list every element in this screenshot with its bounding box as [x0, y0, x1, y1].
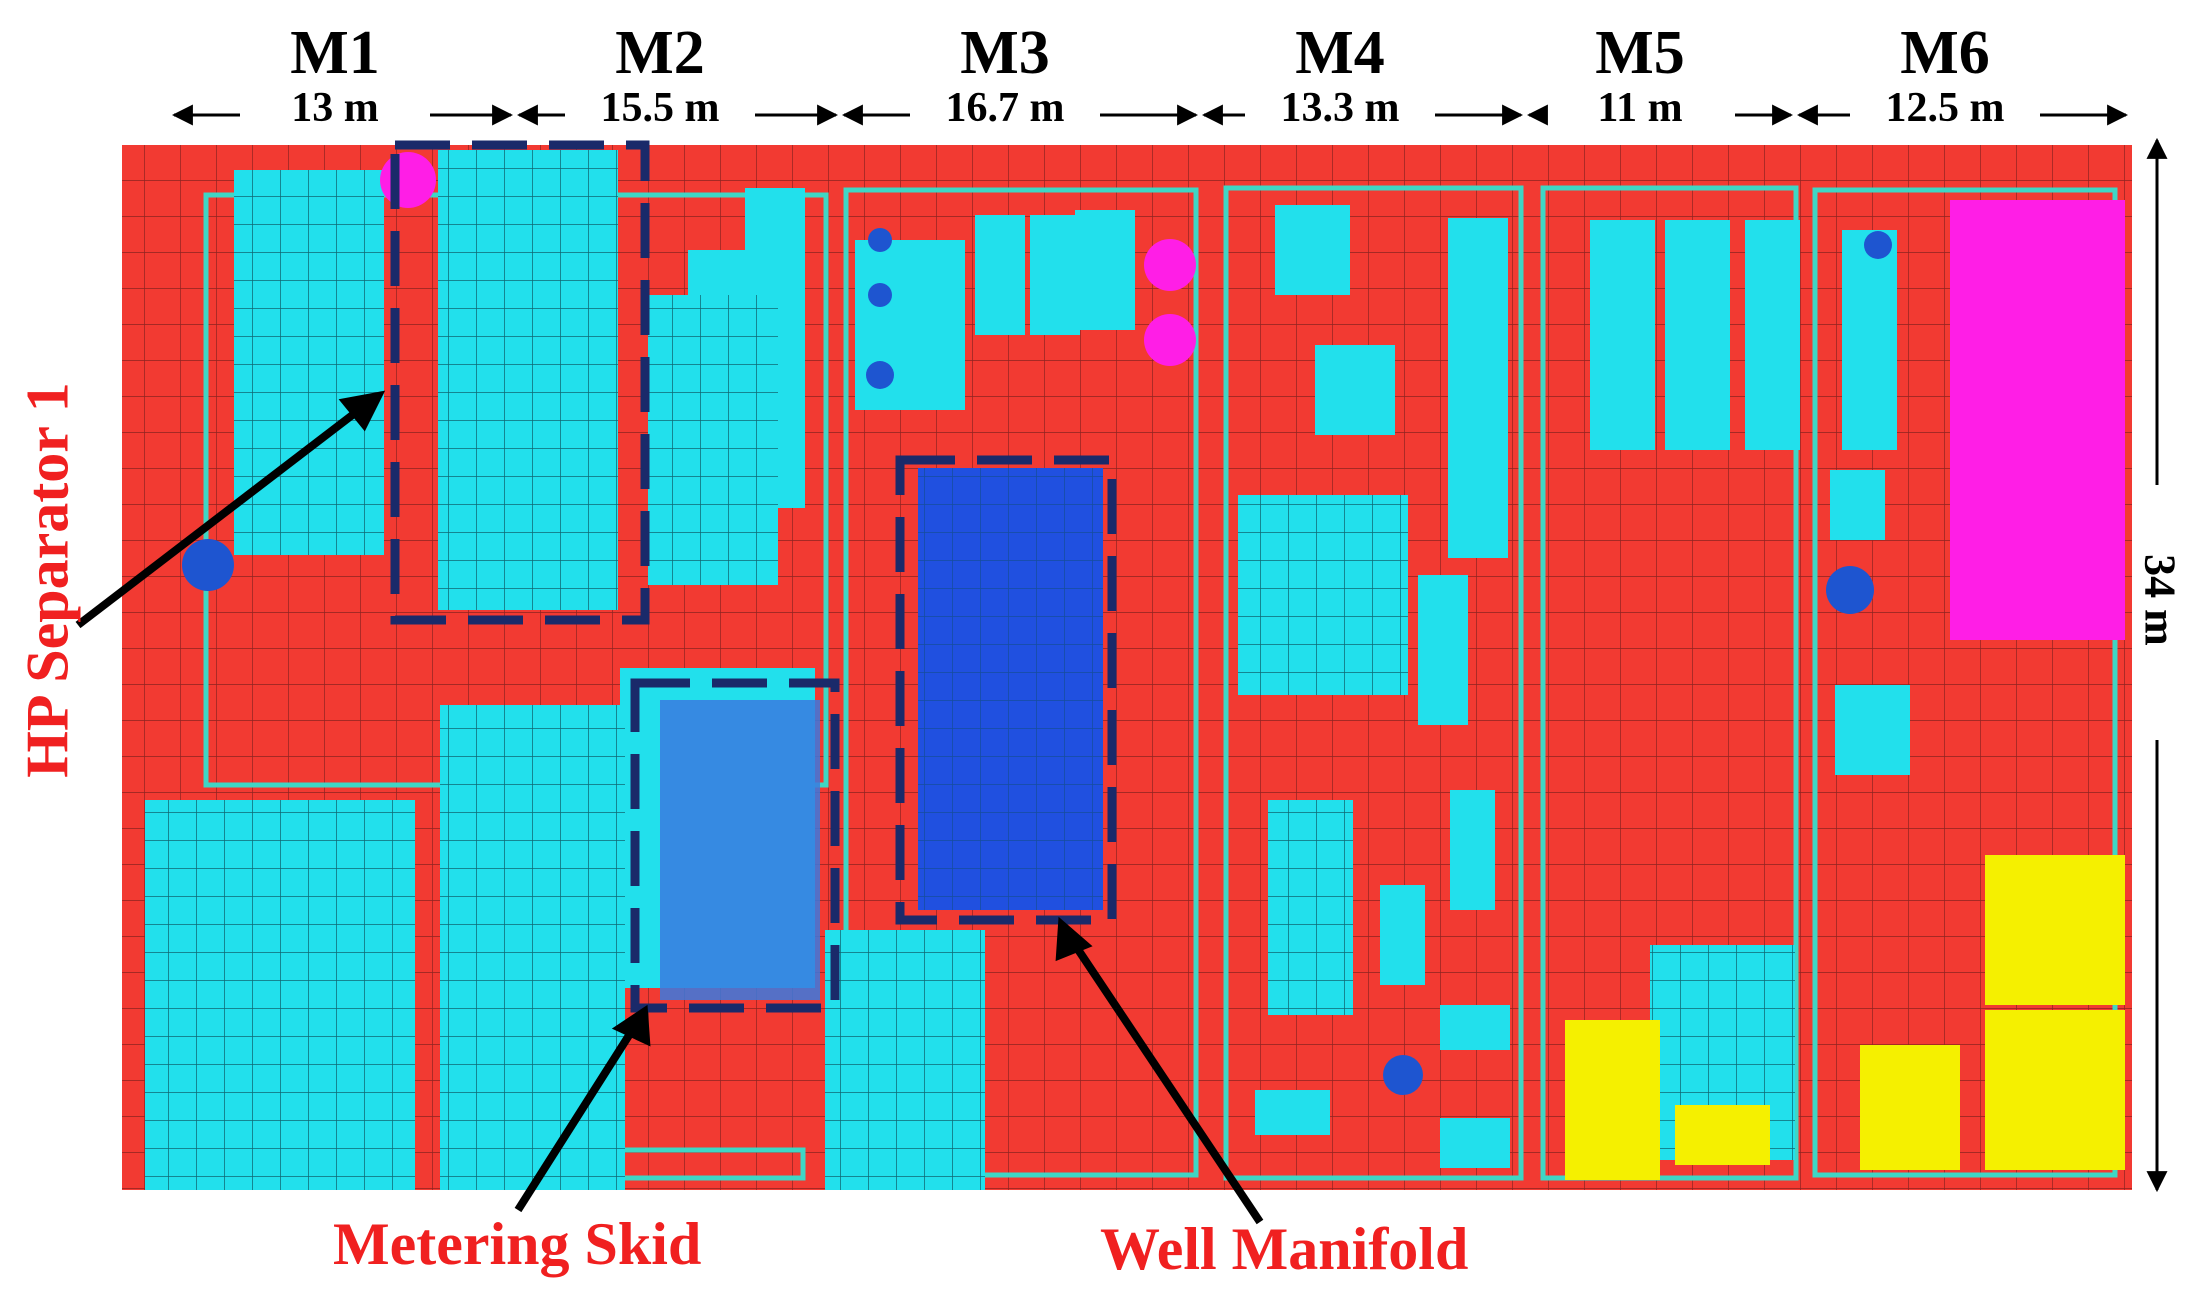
equipment-grid — [145, 150, 1795, 1190]
module-name-5: M5 — [1595, 19, 1685, 87]
module-name-3: M3 — [960, 19, 1050, 87]
module-name-2: M2 — [615, 19, 705, 87]
width-label: 34 m — [2135, 554, 2185, 646]
module-name-6: M6 — [1900, 19, 1990, 87]
vessels — [182, 228, 1892, 1095]
module-length-3: 16.7 m — [945, 85, 1065, 131]
module-length-6: 12.5 m — [1885, 85, 2005, 131]
module-length-5: 11 m — [1597, 85, 1683, 131]
module-length-2: 15.5 m — [600, 85, 720, 131]
well-manifold-label: Well Manifold — [1100, 1216, 1469, 1282]
module-name-4: M4 — [1295, 19, 1385, 87]
hp-separator-label: HP Separator 1 — [14, 382, 81, 778]
leader-arrows — [75, 390, 1264, 1225]
metering-skid-label: Metering Skid — [333, 1211, 702, 1277]
tanks — [380, 152, 2125, 1180]
module-name-1: M1 — [290, 19, 380, 87]
highlight-frames — [390, 140, 1117, 1013]
module-length-1: 13 m — [291, 85, 379, 131]
module-length-4: 13.3 m — [1280, 85, 1400, 131]
